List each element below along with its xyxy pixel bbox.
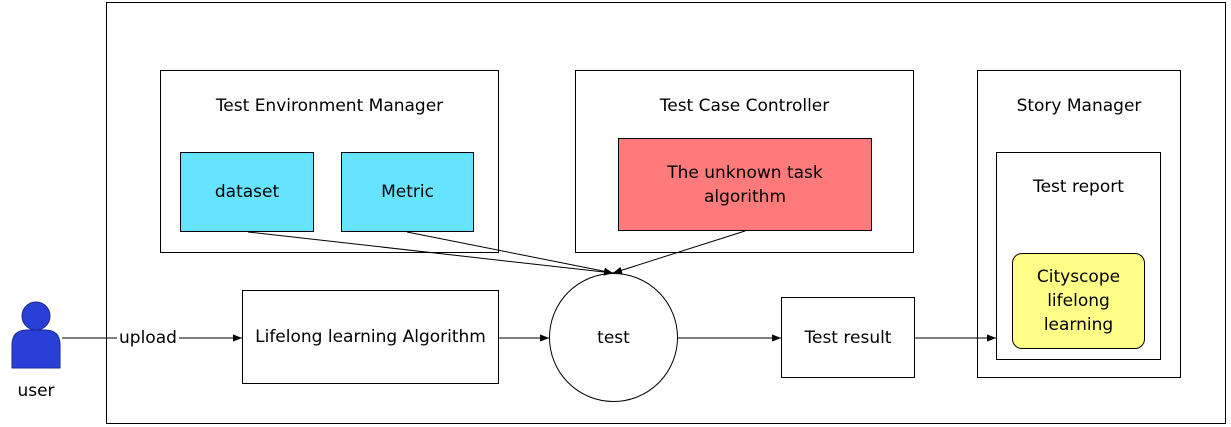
dataset-box: dataset (180, 152, 314, 232)
unknown-task-algorithm-label: The unknown task algorithm (667, 162, 823, 207)
test-node: test (549, 273, 678, 402)
test-environment-manager-title: Test Environment Manager (215, 96, 444, 116)
cityscope-box: Cityscope lifelong learning (1012, 253, 1145, 349)
test-node-label: test (597, 327, 630, 348)
metric-label: Metric (381, 182, 434, 202)
test-case-controller-title: Test Case Controller (659, 96, 830, 116)
upload-label: upload (117, 326, 179, 350)
user-label: user (17, 381, 55, 401)
test-result-label: Test result (804, 327, 892, 348)
story-manager-title: Story Manager (1016, 96, 1142, 116)
unknown-task-algorithm-box: The unknown task algorithm (618, 138, 872, 231)
lifelong-learning-algorithm-label: Lifelong learning Algorithm (255, 327, 486, 347)
user-icon (11, 301, 61, 369)
dataset-label: dataset (214, 182, 280, 202)
test-report-title: Test report (1033, 177, 1124, 197)
lifelong-learning-algorithm-box: Lifelong learning Algorithm (242, 290, 499, 384)
metric-box: Metric (341, 152, 474, 232)
cityscope-label: Cityscope lifelong learning (1036, 267, 1121, 335)
test-result-box: Test result (781, 297, 915, 378)
